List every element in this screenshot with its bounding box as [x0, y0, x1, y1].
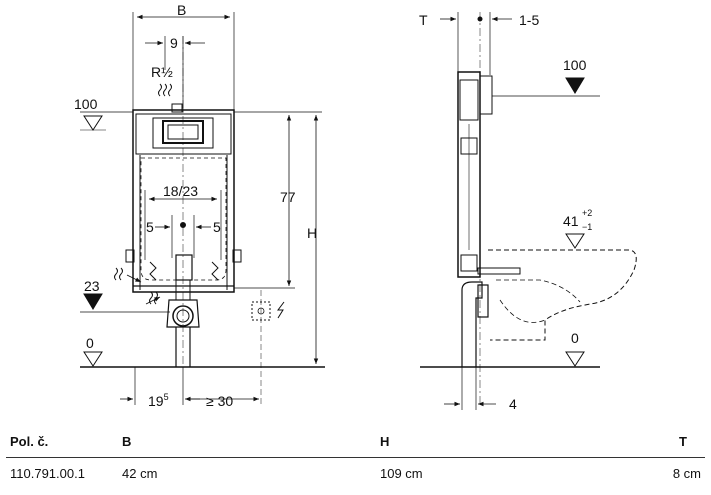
arrow-23-upper [126, 274, 142, 283]
label-41-base: 41 [563, 213, 579, 229]
drain-flange [166, 299, 200, 328]
side-drain-socket [477, 284, 489, 318]
inlet-valve [171, 103, 183, 113]
frame-outline [132, 109, 235, 293]
label-4: 4 [509, 396, 517, 412]
label-19-sup: 5 [164, 392, 169, 402]
wave-23-left-2 [119, 267, 123, 281]
wc-bowl [488, 249, 637, 341]
rail-right-bracket [232, 249, 242, 263]
label-level-0-left: 0 [86, 335, 94, 351]
water-wave-1 [158, 83, 162, 97]
label-1-5: 1-5 [519, 12, 539, 28]
wc-bowl-inner [496, 279, 581, 303]
label-level-100-right: 100 [563, 57, 587, 73]
label-r-half: R½ [151, 64, 173, 80]
header-t: T [664, 430, 705, 458]
side-top-module [459, 79, 479, 121]
front-view [80, 12, 325, 405]
side-mid-bracket [460, 254, 478, 272]
cell-b: 42 cm [122, 466, 158, 481]
label-b: B [177, 2, 186, 18]
header-h: H [376, 430, 664, 458]
cistern-body [140, 157, 227, 281]
technical-drawing: B 9 R½ 100 77 H 18/23 5 5 23 0 195 ≥ 30 [74, 2, 637, 412]
cell-pol-c: 110.791.00.1 [10, 466, 85, 481]
wc-trap [499, 299, 546, 323]
rail-left-bracket [125, 249, 135, 263]
level-41-triangle [565, 233, 585, 249]
level-0-right-triangle [565, 351, 585, 367]
side-cistern-box [479, 75, 493, 115]
cistern-top [135, 113, 232, 155]
header-b: B [118, 430, 376, 458]
label-level-0-right: 0 [571, 330, 579, 346]
table-header-row: Pol. č. B H T [6, 430, 705, 458]
wave-23-right-2 [154, 291, 158, 305]
label-5-right: 5 [213, 219, 221, 235]
electric-bolt [277, 301, 285, 319]
cell-h: 109 cm [380, 466, 423, 481]
header-pol-c: Pol. č. [6, 430, 118, 458]
level-100-right-triangle [565, 77, 585, 94]
label-level-23: 23 [84, 278, 100, 294]
dim-t-dot [477, 16, 483, 22]
label-t: T [419, 12, 428, 28]
arrow-23-lower [145, 296, 161, 305]
label-5-left: 5 [146, 219, 154, 235]
label-19: 195 [148, 392, 169, 409]
water-wave-2 [163, 83, 167, 97]
side-view [420, 12, 637, 410]
label-41-sub: −1 [582, 222, 592, 232]
label-h-front: H [307, 225, 317, 241]
outlet-bend [175, 254, 193, 281]
wave-23-left [114, 267, 118, 281]
level-0-triangle [83, 351, 103, 367]
connector-left-zigzag [149, 261, 157, 281]
label-30: ≥ 30 [206, 393, 233, 409]
side-mount-plate [477, 267, 521, 275]
label-77: 77 [280, 189, 296, 205]
label-41-sup: +2 [582, 208, 592, 218]
cell-t: 8 cm [672, 466, 701, 481]
table-row: 110.791.00.1 42 cm 109 cm 8 cm [6, 458, 705, 484]
label-19-base: 19 [148, 393, 164, 409]
level-23-triangle [83, 293, 103, 310]
label-9: 9 [170, 35, 178, 51]
label-41: 41 [563, 213, 579, 229]
side-frame [457, 71, 481, 278]
label-18-23: 18/23 [163, 183, 198, 199]
connector-right-zigzag [211, 261, 219, 281]
side-drain-bend [461, 281, 483, 367]
dimensions-table: Pol. č. B H T 110.791.00.1 42 cm 109 cm … [6, 430, 705, 483]
label-level-100-left: 100 [74, 96, 98, 112]
level-100-triangle [83, 115, 103, 131]
water-wave-3 [168, 83, 172, 97]
